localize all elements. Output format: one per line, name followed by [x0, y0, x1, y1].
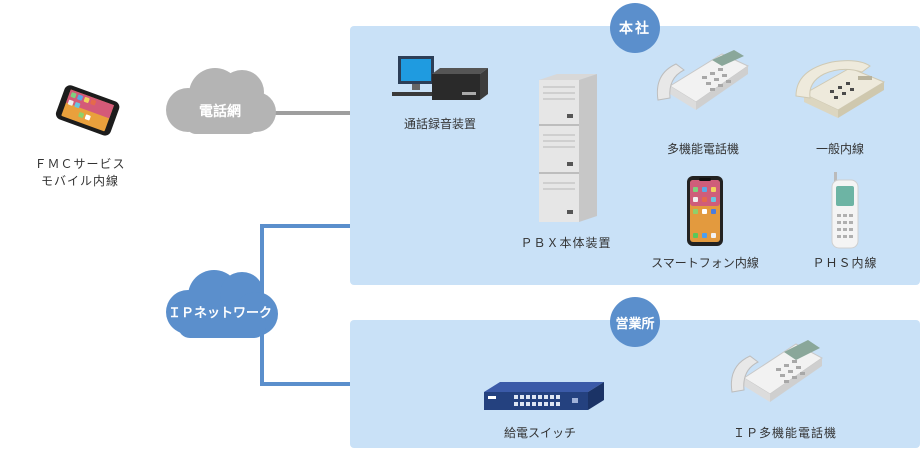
- smartphone-extension-label: スマートフォン内線: [651, 256, 759, 270]
- ip-phone-icon: [724, 336, 828, 418]
- recorder-label: 通話録音装置: [403, 117, 476, 131]
- phs-label: ＰＨＳ内線: [812, 256, 878, 270]
- pbx-cabinet-icon: [535, 72, 601, 228]
- fmc-label-line1: ＦＭＣサービス: [34, 157, 126, 171]
- multi-phone-label: 多機能電話機: [666, 142, 739, 156]
- phs-handset-icon: [830, 172, 860, 254]
- ip-network-cloud-icon: [158, 266, 282, 348]
- ip-network-line-bottom: [260, 382, 352, 386]
- ip-phone-label: ＩＰ多機能電話機: [732, 426, 837, 440]
- phone-network-cloud-icon: [160, 64, 280, 144]
- phone-network-label: 電話網: [199, 104, 241, 120]
- business-phone-icon: [650, 46, 754, 126]
- pbx-label: ＰＢＸ本体装置: [520, 236, 612, 250]
- ip-network-label: ＩＰネットワーク: [167, 306, 272, 321]
- headquarters-badge: 本社: [610, 3, 660, 53]
- analog-phone-icon: [788, 56, 892, 128]
- ip-network-line-top: [260, 224, 352, 228]
- smartphone-extension-icon: [686, 175, 724, 251]
- poe-switch-label: 給電スイッチ: [503, 426, 576, 440]
- branch-badge: 営業所: [610, 297, 660, 347]
- recorder-icon: [388, 52, 492, 112]
- smartphone-icon: [44, 84, 128, 144]
- general-phone-label: 一般内線: [815, 142, 864, 156]
- phone-network-line: [270, 111, 352, 115]
- network-switch-icon: [480, 378, 606, 418]
- fmc-label-line2: モバイル内線: [40, 174, 119, 188]
